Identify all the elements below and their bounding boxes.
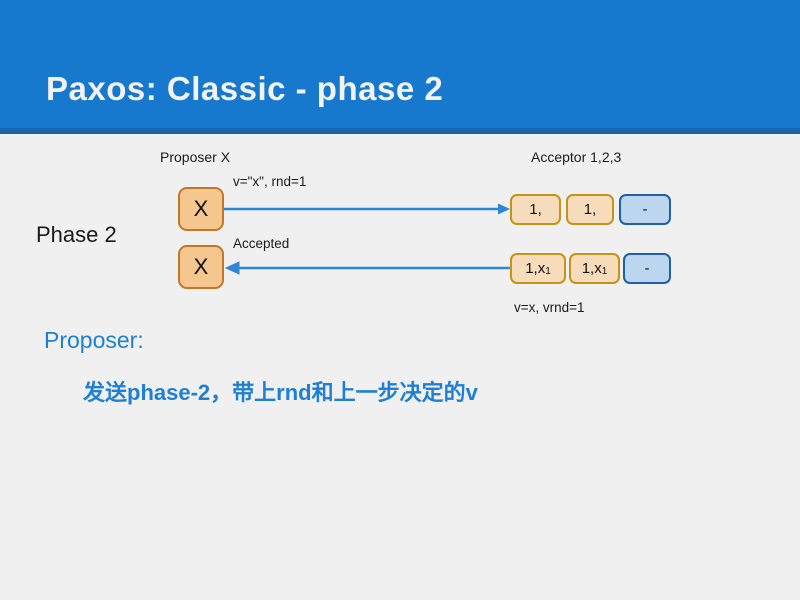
arrow-right-icon: [224, 203, 510, 215]
acceptor-cell-text: -: [642, 200, 648, 218]
message-label-accepted: Accepted: [233, 236, 290, 251]
acceptor-cell-text: 1,: [529, 200, 542, 218]
acceptor-cell: 1,: [510, 194, 561, 225]
proposer-node-1: X: [178, 187, 224, 231]
arrow-left-icon: [224, 261, 514, 275]
acceptor-cell-subscript: 1: [601, 266, 608, 277]
message-label-propose: v="x", rnd=1: [233, 174, 307, 189]
slide-header-bar: [0, 0, 800, 128]
acceptor-column-label: Acceptor 1,2,3: [531, 149, 622, 165]
acceptor-cell-subscript: 1: [545, 266, 551, 277]
notes-heading: Proposer:: [44, 327, 144, 353]
acceptor-footnote-label: v=x, vrnd=1: [514, 300, 585, 315]
acceptor-cell-text: 1,x: [525, 259, 546, 277]
proposer-column-label: Proposer X: [160, 149, 231, 165]
acceptor-cell-text: -: [644, 259, 650, 277]
acceptor-cell: -: [619, 194, 671, 225]
acceptor-cell: -: [623, 253, 671, 284]
notes-detail: 发送phase-2，带上rnd和上一步决定的v: [83, 380, 478, 405]
page-title: Paxos: Classic - phase 2: [46, 70, 444, 107]
acceptor-cell: 1,: [566, 194, 614, 225]
acceptor-cell-text: 1,: [583, 200, 597, 218]
proposer-node-2: X: [178, 245, 224, 289]
slide-header-underline: [0, 128, 800, 134]
phase-label: Phase 2: [36, 222, 117, 247]
acceptor-cell-text: 1,x: [581, 259, 602, 277]
